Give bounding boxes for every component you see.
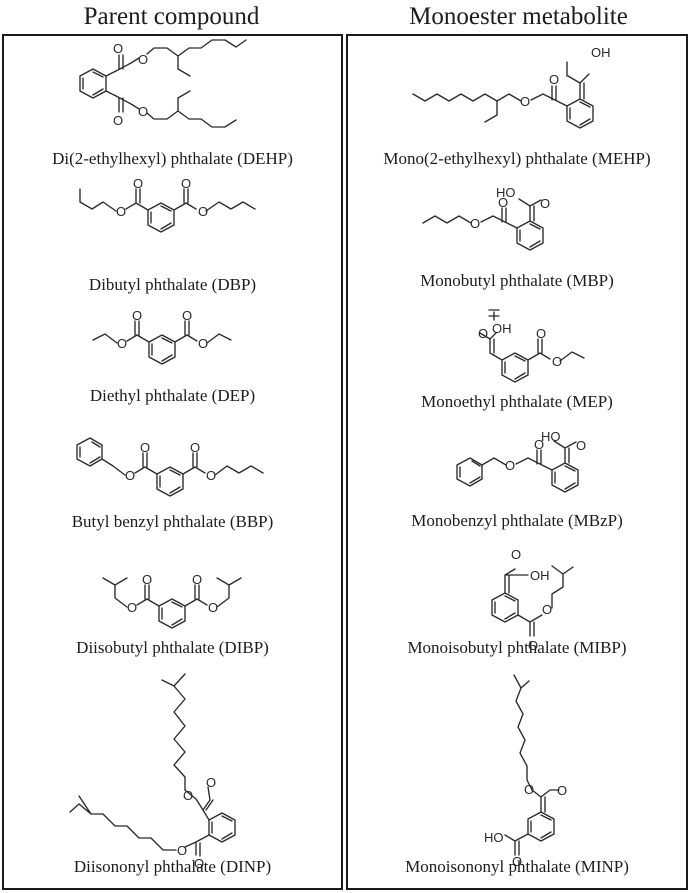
- atom-o: O: [549, 72, 559, 87]
- atom-o: O: [133, 176, 143, 191]
- monoester-metabolite-panel: [346, 34, 688, 890]
- atom-o: O: [540, 196, 550, 211]
- atom-o: O: [138, 104, 148, 119]
- atom-ho: HO: [484, 830, 504, 845]
- atom-o: O: [113, 113, 123, 128]
- mehp-label: Mono(2-ethylhexyl) phthalate (MEHP): [383, 149, 651, 168]
- mibp-label: Monoisobutyl phthalate (MIBP): [407, 638, 627, 657]
- atom-o: O: [536, 326, 546, 341]
- atom-o: O: [552, 354, 562, 369]
- atom-o: O: [206, 468, 216, 483]
- mep-label: Monoethyl phthalate (MEP): [421, 392, 613, 411]
- dibp-label: Diisobutyl phthalate (DIBP): [76, 638, 269, 657]
- atom-o: O: [117, 336, 127, 351]
- atom-o: O: [132, 308, 142, 323]
- atom-o: O: [127, 600, 137, 615]
- atom-o: O: [142, 572, 152, 587]
- atom-o: O: [192, 572, 202, 587]
- atom-o: O: [177, 843, 187, 858]
- atom-o: O: [505, 458, 515, 473]
- atom-o: O: [576, 438, 586, 453]
- parent-compound-header: Parent compound: [83, 3, 260, 30]
- atom-o: O: [478, 326, 488, 341]
- atom-o: O: [528, 638, 538, 653]
- dinp-label: Diisononyl phthalate (DINP): [73, 857, 272, 876]
- atom-o: O: [520, 94, 530, 109]
- atom-o: O: [194, 856, 204, 871]
- atom-o: O: [534, 437, 544, 452]
- atom-o: O: [116, 204, 126, 219]
- atom-o: O: [198, 204, 208, 219]
- dep-label: Diethyl phthalate (DEP): [89, 386, 256, 405]
- atom-ho: HO: [541, 429, 561, 444]
- atom-o: O: [208, 600, 218, 615]
- atom-o: O: [140, 440, 150, 455]
- mbzp-label: Monobenzyl phthalate (MBzP): [411, 511, 623, 530]
- atom-o: O: [181, 176, 191, 191]
- atom-o: O: [524, 782, 534, 797]
- atom-ho: HO: [496, 185, 516, 200]
- atom-o: O: [542, 602, 552, 617]
- atom-o: O: [206, 775, 216, 790]
- atom-o: O: [182, 308, 192, 323]
- minp-label: Monoisononyl phthalate (MINP): [405, 857, 629, 876]
- atom-o: O: [190, 440, 200, 455]
- atom-oh: OH: [530, 568, 550, 583]
- bbp-label: Butyl benzyl phthalate (BBP): [71, 512, 274, 531]
- atom-o: O: [183, 788, 193, 803]
- atom-o: O: [113, 41, 123, 56]
- parent-compound-panel: [2, 34, 343, 890]
- atom-o: O: [125, 468, 135, 483]
- mbp-label: Monobutyl phthalate (MBP): [420, 271, 614, 290]
- atom-oh: OH: [591, 45, 611, 60]
- atom-o: O: [198, 336, 208, 351]
- atom-o: O: [511, 547, 521, 562]
- atom-o: O: [470, 216, 480, 231]
- monoester-metabolite-header: Monoester metabolite: [409, 3, 628, 30]
- dbp-label: Dibutyl phthalate (DBP): [88, 275, 257, 294]
- atom-oh: OH: [492, 321, 512, 336]
- atom-o: O: [557, 783, 567, 798]
- atom-o: O: [138, 52, 148, 67]
- atom-o: O: [498, 195, 508, 210]
- atom-o: O: [512, 854, 522, 869]
- dehp-label: Di(2-ethylhexyl) phthalate (DEHP): [52, 149, 293, 168]
